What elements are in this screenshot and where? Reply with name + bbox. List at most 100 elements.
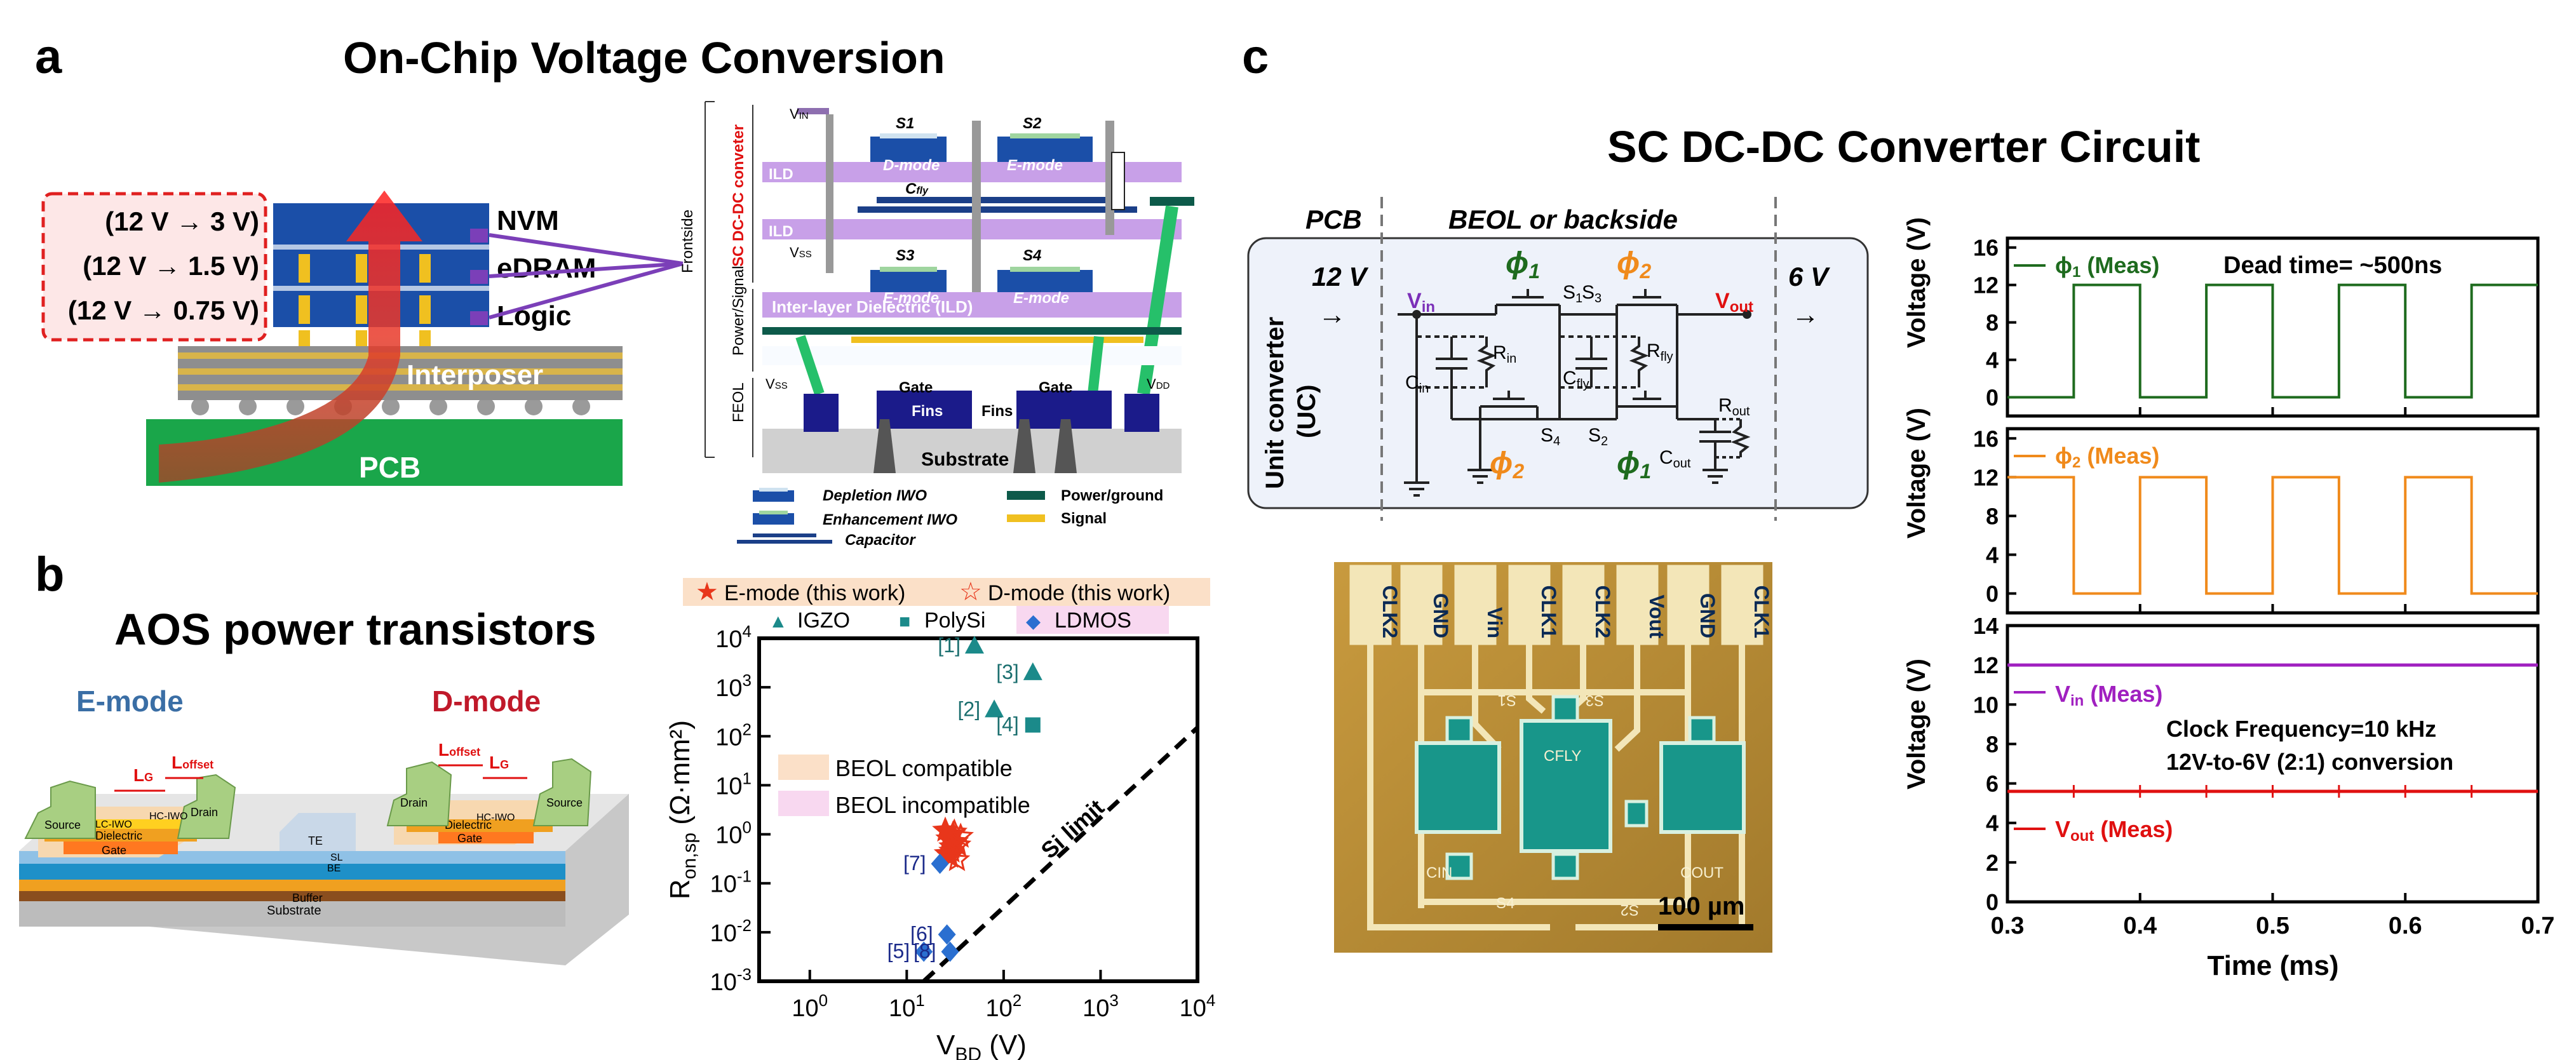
pad-vin: Vin bbox=[1483, 607, 1506, 638]
y-tick-label: 102 bbox=[715, 720, 752, 751]
clock-frequency-note: Clock Frequency=10 kHz bbox=[2166, 716, 2436, 742]
dmode-device-title: D-mode bbox=[432, 685, 541, 718]
frontside-label: Frontside bbox=[679, 210, 696, 273]
y-tick-label: 104 bbox=[715, 622, 752, 653]
rout-label: Rout bbox=[1718, 395, 1750, 419]
purple-arrows bbox=[489, 233, 684, 319]
te-label: TE bbox=[308, 835, 323, 847]
voltage-tick-label: 10 bbox=[1973, 692, 1999, 718]
region-beol-compatible-label: BEOL compatible bbox=[835, 755, 1013, 781]
s1-label: S1 bbox=[1563, 282, 1582, 305]
si-limit-line bbox=[922, 726, 1199, 983]
panel-c: c SC DC-DC Converter Circuit PCB BEOL or… bbox=[1242, 30, 2554, 981]
d-mode-this-work--point bbox=[947, 822, 974, 848]
scale-bar bbox=[1658, 924, 1753, 930]
gate-left-label: Gate bbox=[899, 379, 933, 396]
igzo-point bbox=[1023, 662, 1042, 680]
emode-hc-iwo-label: HC-IWO bbox=[149, 811, 187, 822]
uc-label: (UC) bbox=[1293, 385, 1321, 438]
y-tick-label: 101 bbox=[715, 768, 752, 800]
point-reference-label: [6] bbox=[910, 922, 933, 945]
vin-vout-ylabel: Voltage (V) bbox=[1903, 659, 1931, 789]
legend-ldmos-text: LDMOS bbox=[1055, 608, 1131, 633]
voltage-tick-label: 8 bbox=[1986, 503, 1999, 529]
emode-source-label: Source bbox=[44, 819, 81, 831]
vout-arrow: → bbox=[1791, 299, 1819, 330]
time-tick-label: 0.6 bbox=[2389, 913, 2422, 939]
fins-right-label: Fins bbox=[981, 403, 1013, 420]
panel-c-letter: c bbox=[1242, 30, 1269, 84]
phi2-ylabel: Voltage (V) bbox=[1903, 408, 1931, 539]
vout-node-label: Vout bbox=[1715, 289, 1753, 316]
sl-label: SL bbox=[330, 852, 343, 863]
layer-label-edram: eDRAM bbox=[497, 253, 596, 284]
x-tick-label: 102 bbox=[986, 991, 1022, 1022]
legend-capacitor: Capacitor bbox=[845, 532, 916, 549]
waveform-xlabel: Time (ms) bbox=[2207, 950, 2338, 981]
pcb-region-label: PCB bbox=[1305, 205, 1362, 234]
ron-vbd-scatter-chart: ★ E-mode (this work) ☆ D-mode (this work… bbox=[664, 578, 1215, 1060]
legend-igzo-marker: ▲ bbox=[769, 611, 788, 632]
dead-time-annotation: Dead time= ~500ns bbox=[2223, 252, 2442, 279]
legend-igzo-text: IGZO bbox=[797, 608, 850, 633]
voltage-tick-label: 12 bbox=[1973, 464, 1999, 490]
pcb-label: PCB bbox=[359, 451, 421, 484]
dmode-dielectric-label: Dielectric bbox=[445, 819, 492, 831]
legend-depletion: Depletion IWO bbox=[823, 487, 927, 504]
pad-vout: Vout bbox=[1645, 594, 1668, 638]
legend-emode-text: E-mode (this work) bbox=[724, 581, 905, 605]
legend-enhancement: Enhancement IWO bbox=[823, 511, 957, 528]
time-tick-label: 0.5 bbox=[2256, 913, 2289, 939]
vin-cross-label: VIN bbox=[790, 106, 809, 122]
s4-label: S4 bbox=[1541, 425, 1560, 448]
ldmos-point bbox=[941, 941, 959, 962]
panel-a-letter: a bbox=[35, 30, 62, 84]
point-reference-label: [2] bbox=[958, 697, 981, 720]
dmode-loffset-label: Loffset bbox=[438, 740, 480, 760]
emode-bottom-right-label: E-mode bbox=[1013, 290, 1069, 307]
ldmos-point bbox=[938, 924, 956, 945]
y-tick-label: 10-1 bbox=[710, 867, 752, 898]
voltage-tick-label: 0 bbox=[1986, 580, 1999, 607]
time-tick-label: 0.7 bbox=[2521, 913, 2555, 939]
x-tick-label: 100 bbox=[792, 991, 828, 1022]
time-tick-label: 0.3 bbox=[1991, 913, 2025, 939]
emode-loffset-label: Loffset bbox=[172, 753, 213, 772]
legend-dmode-marker: ☆ bbox=[959, 578, 982, 606]
rfly-label: Rfly bbox=[1647, 340, 1673, 364]
conversion-ratio-note: 12V-to-6V (2:1) conversion bbox=[2166, 749, 2453, 775]
chart-legend-ldmos-bg bbox=[1016, 606, 1169, 634]
y-axis-label: Ron,sp (Ω·mm²) bbox=[664, 720, 700, 899]
ldmos-point bbox=[915, 941, 933, 962]
panel-a: a On-Chip Voltage Conversion PCB Interpo… bbox=[35, 30, 1194, 549]
legend-signal: Signal bbox=[1061, 510, 1107, 527]
vss2-cross-label: VSS bbox=[765, 376, 788, 392]
sc-converter-schematic: PCB BEOL or backside Unit converter (UC)… bbox=[1247, 197, 1869, 521]
vss-cross-label: VSS bbox=[790, 245, 812, 260]
emode-lg-label: LG bbox=[133, 765, 153, 785]
power-flow-arrow bbox=[159, 191, 422, 483]
legend-ldmos-marker: ◆ bbox=[1026, 611, 1041, 632]
vin-arrow: → bbox=[1318, 299, 1346, 330]
dmode-gate-label: Gate bbox=[457, 832, 482, 845]
pad-clk1-right: CLK1 bbox=[1750, 585, 1773, 638]
emode-gate-label: Gate bbox=[102, 844, 126, 857]
voltage-tick-label: 0 bbox=[1986, 385, 1999, 411]
ild-band-1-label: ILD bbox=[769, 166, 793, 183]
emode-drain-label: Drain bbox=[191, 806, 218, 819]
y-tick-label: 10-3 bbox=[710, 965, 752, 996]
ldmos-point bbox=[931, 854, 949, 875]
beol-region-label: BEOL or backside bbox=[1448, 205, 1678, 234]
legend-emode-marker: ★ bbox=[696, 578, 718, 606]
phi2-bottom-label: ϕ2 bbox=[1490, 446, 1524, 483]
point-reference-label: [5] bbox=[887, 940, 910, 963]
phi1-top-label: ϕ1 bbox=[1506, 246, 1540, 283]
scatter-plot-frame bbox=[757, 636, 1199, 983]
point-reference-label: [1] bbox=[938, 634, 961, 657]
sc-region-label: SC DC-DC conveter bbox=[730, 124, 747, 267]
igzo-point bbox=[964, 635, 984, 654]
voltage-tick-label: 12 bbox=[1973, 652, 1999, 678]
voltage-tick-label: 16 bbox=[1973, 426, 1999, 452]
